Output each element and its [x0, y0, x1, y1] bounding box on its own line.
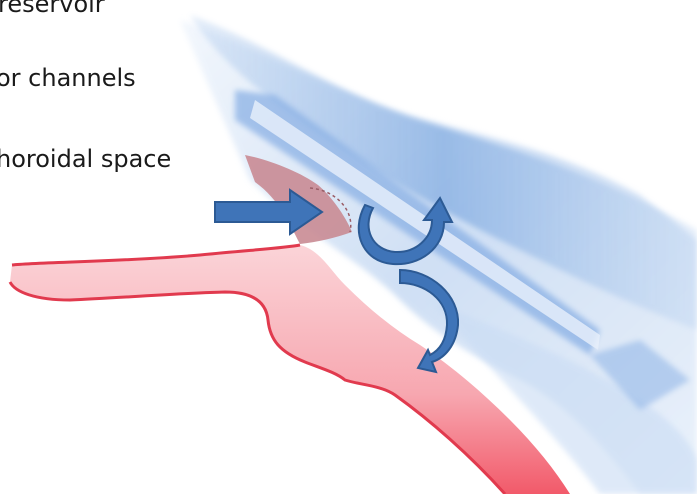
- eye-anatomy-diagram: [0, 0, 697, 494]
